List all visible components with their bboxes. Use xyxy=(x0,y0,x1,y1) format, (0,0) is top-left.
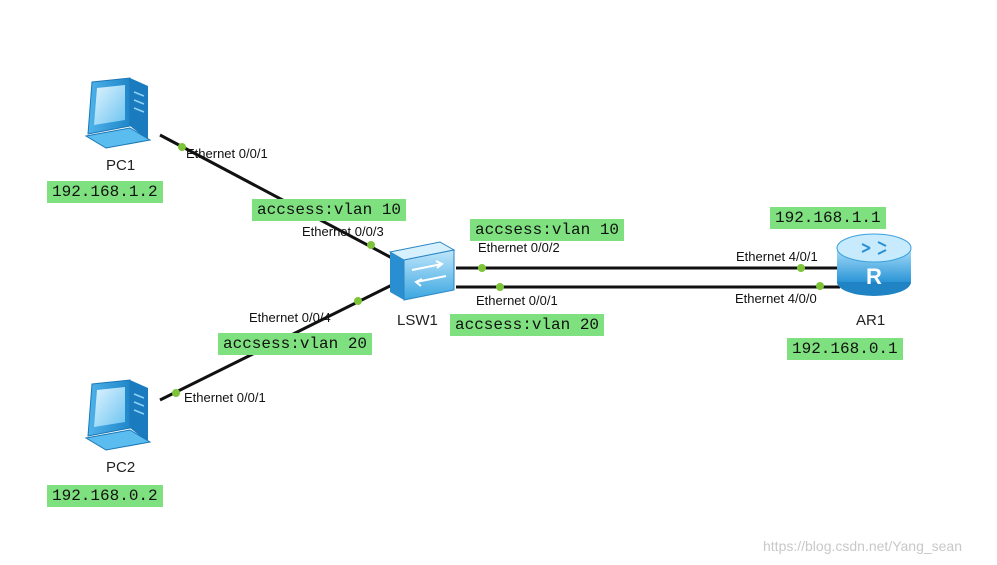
link-pc1-lsw1 xyxy=(159,133,393,260)
port-dot xyxy=(178,143,186,151)
router-ip-bottom-tag: 192.168.0.1 xyxy=(787,338,903,360)
pc1-label: PC1 xyxy=(106,157,136,174)
vlan-tag-pc2-link: accsess:vlan 20 xyxy=(218,333,373,355)
desktop-pc-icon[interactable] xyxy=(84,77,152,149)
pc1-port-label: Ethernet 0/0/1 xyxy=(186,146,268,161)
desktop-pc-icon[interactable] xyxy=(84,379,152,451)
pc1-ip-tag: 192.168.1.2 xyxy=(47,181,163,203)
switch-port1-label: Ethernet 0/0/1 xyxy=(476,293,558,308)
port-dot xyxy=(816,282,824,290)
switch-icon[interactable] xyxy=(388,241,456,301)
switch-label: LSW1 xyxy=(397,312,438,329)
router-label: AR1 xyxy=(856,312,886,329)
svg-text:R: R xyxy=(866,264,882,289)
port-dot xyxy=(172,389,180,397)
router-port-top-label: Ethernet 4/0/1 xyxy=(736,249,818,264)
port-dot xyxy=(478,264,486,272)
vlan-tag-router-top-link: accsess:vlan 10 xyxy=(470,219,625,241)
port-dot xyxy=(367,241,375,249)
pc2-ip-tag: 192.168.0.2 xyxy=(47,485,163,507)
watermark: https://blog.csdn.net/Yang_sean xyxy=(763,538,962,554)
router-port-bottom-label: Ethernet 4/0/0 xyxy=(735,291,817,306)
switch-port2-label: Ethernet 0/0/2 xyxy=(478,240,560,255)
port-dot xyxy=(496,283,504,291)
vlan-tag-router-bottom-link: accsess:vlan 20 xyxy=(450,314,605,336)
pc2-port-label: Ethernet 0/0/1 xyxy=(184,390,266,405)
switch-port3-label: Ethernet 0/0/3 xyxy=(302,224,384,239)
vlan-tag-pc1-link: accsess:vlan 10 xyxy=(252,199,407,221)
router-icon[interactable]: R xyxy=(836,233,912,296)
router-ip-top-tag: 192.168.1.1 xyxy=(770,207,886,229)
switch-port4-label: Ethernet 0/0/4 xyxy=(249,310,331,325)
port-dot xyxy=(354,297,362,305)
pc2-label: PC2 xyxy=(106,459,136,476)
port-dot xyxy=(797,264,805,272)
